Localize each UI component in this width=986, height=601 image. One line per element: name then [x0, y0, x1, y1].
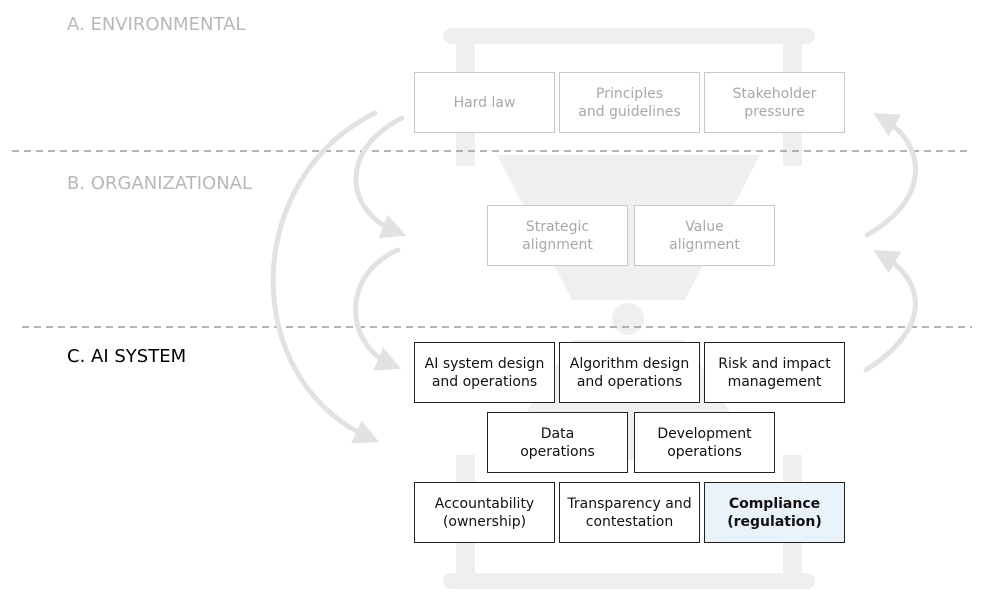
arrow-ai-system-to-organizational: [863, 249, 918, 373]
arrow-organizational-to-ai-system: [353, 247, 402, 371]
box-ai-system-design-and-operations: AI system design and operations: [414, 342, 555, 403]
box-accountability-ownership: Accountability (ownership): [414, 482, 555, 543]
arrow-environmental-to-organizational: [353, 115, 407, 239]
box-principles-and-guidelines: Principles and guidelines: [559, 72, 700, 133]
box-algorithm-design-and-operations: Algorithm design and operations: [559, 342, 700, 403]
box-stakeholder-pressure: Stakeholder pressure: [704, 72, 845, 133]
box-compliance-regulation: Compliance (regulation): [704, 482, 845, 543]
box-value-alignment: Value alignment: [634, 205, 775, 266]
section-title-ai-system: C. AI SYSTEM: [67, 346, 187, 367]
box-transparency-and-contestation: Transparency and contestation: [559, 482, 700, 543]
section-title-environmental: A. ENVIRONMENTAL: [67, 14, 246, 35]
box-development-operations: Development operations: [634, 412, 775, 473]
arrow-environmental-to-ai-system: [270, 110, 380, 444]
box-data-operations: Data operations: [487, 412, 628, 473]
arrow-organizational-to-environmental: [864, 112, 918, 238]
box-hard-law: Hard law: [414, 72, 555, 133]
section-title-organizational: B. ORGANIZATIONAL: [67, 173, 253, 194]
box-risk-and-impact-management: Risk and impact management: [704, 342, 845, 403]
box-strategic-alignment: Strategic alignment: [487, 205, 628, 266]
